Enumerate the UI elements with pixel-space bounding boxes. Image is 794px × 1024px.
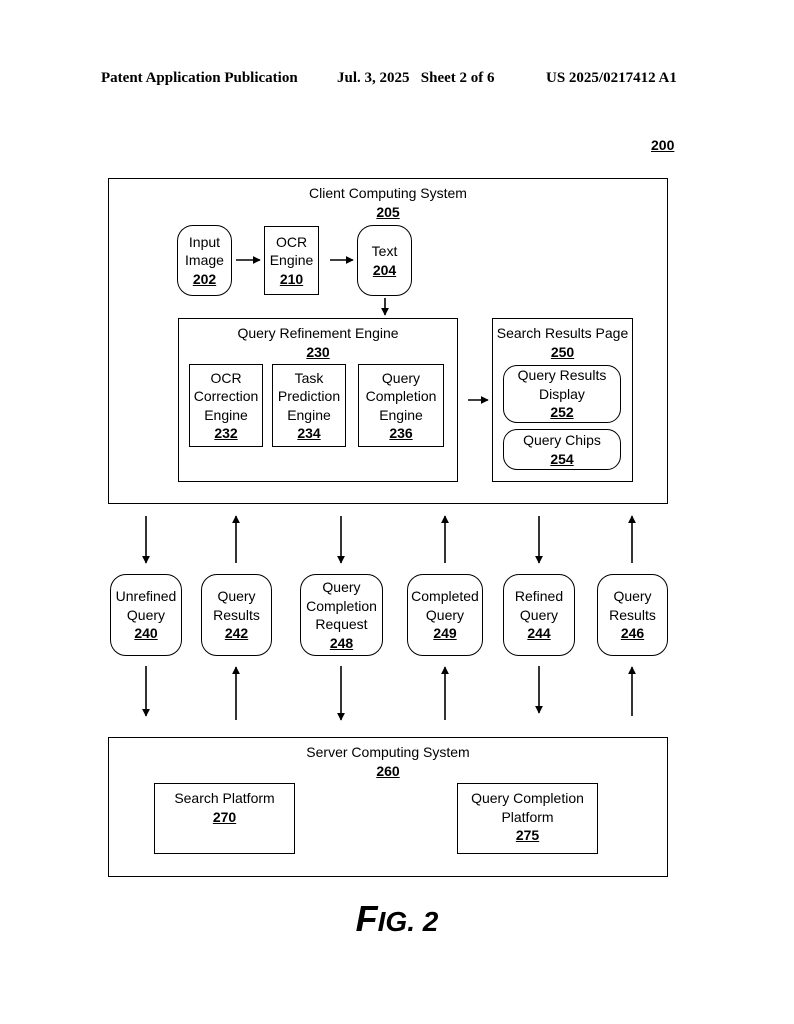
- query-completion-platform-box: Query Completion Platform 275: [457, 783, 598, 854]
- query-completion-request-label: Query Completion Request: [306, 579, 377, 632]
- ocr-correction-engine-box: OCR Correction Engine 232: [189, 364, 263, 447]
- query-results-246-number: 246: [620, 625, 645, 642]
- search-platform-number: 270: [212, 808, 237, 825]
- refined-query-node: Refined Query 244: [503, 574, 575, 656]
- query-results-display-number: 252: [550, 404, 574, 421]
- input-image-label: Input Image: [185, 233, 224, 269]
- figure-caption-rest: IG. 2: [377, 906, 439, 937]
- ocr-engine-number: 210: [279, 270, 304, 287]
- completed-query-label: Completed Query: [411, 588, 479, 623]
- query-chips-node: Query Chips 254: [503, 429, 621, 470]
- search-results-page-number: 250: [550, 343, 575, 360]
- query-completion-request-number: 248: [329, 634, 354, 651]
- ocr-engine-label: OCR Engine: [269, 233, 314, 269]
- header-publication-type: Patent Application Publication: [101, 70, 298, 86]
- search-platform-box: Search Platform 270: [154, 783, 295, 854]
- query-refinement-engine-label: Query Refinement Engine: [237, 325, 399, 341]
- client-computing-system-number: 205: [376, 203, 400, 220]
- header-date-sheet: Jul. 3, 2025 Sheet 2 of 6: [337, 70, 495, 86]
- unrefined-query-label: Unrefined Query: [115, 588, 177, 623]
- query-chips-number: 254: [550, 450, 574, 467]
- text-number: 204: [372, 261, 397, 278]
- query-results-242-label: Query Results: [213, 588, 260, 623]
- input-image-number: 202: [192, 270, 217, 287]
- query-completion-platform-label: Query Completion Platform: [471, 790, 584, 825]
- ocr-correction-engine-number: 232: [214, 425, 238, 441]
- completed-query-number: 249: [433, 625, 457, 642]
- client-computing-system-label: Client Computing System: [309, 185, 467, 201]
- figure-caption-initial: F: [355, 898, 378, 939]
- query-completion-request-node: Query Completion Request 248: [300, 574, 383, 656]
- search-platform-label: Search Platform: [174, 790, 275, 806]
- header-publication-number: US 2025/0217412 A1: [546, 70, 677, 86]
- text-node: Text 204: [357, 225, 412, 296]
- ocr-engine-box: OCR Engine 210: [264, 226, 319, 295]
- query-completion-engine-number: 236: [389, 425, 413, 441]
- server-computing-system-label: Server Computing System: [306, 744, 470, 760]
- task-prediction-engine-label: Task Prediction Engine: [277, 369, 341, 423]
- input-image-node: Input Image 202: [177, 225, 232, 296]
- query-refinement-engine-number: 230: [306, 343, 330, 360]
- unrefined-query-number: 240: [134, 625, 158, 642]
- server-computing-system-number: 260: [376, 762, 400, 779]
- text-label: Text: [371, 243, 398, 259]
- query-results-246-node: Query Results 246: [597, 574, 668, 656]
- query-results-242-node: Query Results 242: [201, 574, 272, 656]
- figure-reference-number: 200: [651, 137, 675, 153]
- ocr-correction-engine-label: OCR Correction Engine: [193, 369, 259, 423]
- search-results-page-label: Search Results Page: [496, 325, 629, 341]
- query-results-display-label: Query Results Display: [517, 367, 607, 402]
- query-results-display-node: Query Results Display 252: [503, 365, 621, 423]
- query-completion-engine-box: Query Completion Engine 236: [358, 364, 444, 447]
- query-chips-label: Query Chips: [523, 432, 601, 448]
- completed-query-node: Completed Query 249: [407, 574, 483, 656]
- refined-query-label: Refined Query: [514, 588, 564, 623]
- task-prediction-engine-box: Task Prediction Engine 234: [272, 364, 346, 447]
- query-results-242-number: 242: [224, 625, 249, 642]
- refined-query-number: 244: [527, 625, 551, 642]
- query-results-246-label: Query Results: [609, 588, 656, 623]
- figure-caption: FIG. 2: [0, 898, 794, 940]
- task-prediction-engine-number: 234: [297, 425, 321, 441]
- unrefined-query-node: Unrefined Query 240: [110, 574, 182, 656]
- query-completion-engine-label: Query Completion Engine: [365, 369, 437, 423]
- query-completion-platform-number: 275: [515, 827, 540, 843]
